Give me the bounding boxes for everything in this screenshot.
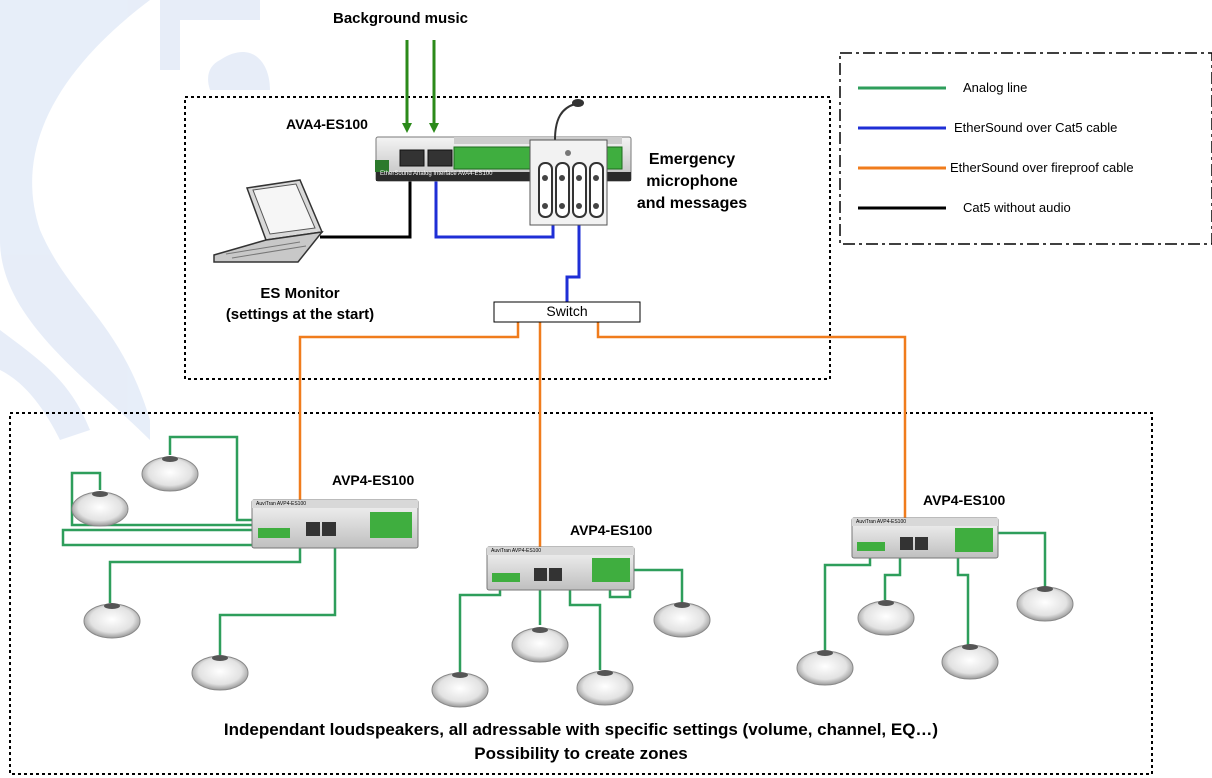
cable-switch-to-amp-right bbox=[596, 320, 907, 520]
speaker-icon bbox=[857, 600, 915, 636]
speaker-icon bbox=[796, 650, 854, 686]
laptop-icon bbox=[213, 179, 324, 263]
amp-center-device bbox=[486, 546, 635, 591]
legend-fireproof-label: EtherSound over fireproof cable bbox=[950, 160, 1134, 175]
watermark bbox=[0, 0, 270, 440]
footer-line-2: Possibility to create zones bbox=[474, 744, 688, 763]
ava4-label: AVA4-ES100 bbox=[286, 116, 368, 132]
speaker-icon bbox=[141, 456, 199, 492]
amp-right-device bbox=[851, 517, 999, 559]
switch-box bbox=[493, 301, 641, 323]
cable-mic-to-switch bbox=[565, 225, 581, 303]
cable-switch-to-amp-left bbox=[298, 320, 520, 500]
cable-ava4-to-mic bbox=[434, 178, 555, 239]
cable-laptop-to-ava4 bbox=[320, 178, 412, 239]
amp-center-label: AVP4-ES100 bbox=[570, 522, 653, 538]
mic-label-line3: and messages bbox=[636, 195, 748, 212]
amp-left-device bbox=[251, 499, 419, 549]
footer-line-1: Independant loudspeakers, all adressable… bbox=[223, 720, 939, 739]
amp-right-panel-text: AuviTran AVP4-ES100 bbox=[856, 519, 907, 525]
speaker-icon bbox=[653, 602, 711, 638]
speakers bbox=[71, 456, 1074, 708]
amp-left-panel-text: AuviTran AVP4-ES100 bbox=[256, 501, 307, 507]
legend-analog-label: Analog line bbox=[963, 80, 1028, 95]
ava4-panel-text: EtherSound Analog Interface AVA4-ES100 bbox=[380, 171, 493, 177]
speaker-icon bbox=[71, 491, 129, 527]
es-monitor-title: ES Monitor bbox=[260, 285, 340, 302]
speaker-icon bbox=[83, 603, 141, 639]
speaker-icon bbox=[431, 672, 489, 708]
speakers-zone-frame bbox=[9, 412, 1153, 775]
speaker-icon bbox=[576, 670, 634, 706]
analog-lines-left bbox=[61, 435, 337, 655]
speaker-icon bbox=[1016, 586, 1074, 622]
speaker-icon bbox=[941, 644, 999, 680]
mic-label-line2: microphone bbox=[646, 173, 738, 190]
amp-left-label: AVP4-ES100 bbox=[332, 472, 415, 488]
amp-center-panel-text: AuviTran AVP4-ES100 bbox=[491, 548, 542, 554]
es-monitor-subtitle: (settings at the start) bbox=[225, 306, 375, 323]
switch-label: Switch bbox=[546, 303, 588, 319]
control-zone-frame bbox=[184, 96, 831, 380]
legend-black-label: Cat5 without audio bbox=[963, 200, 1071, 215]
legend-frame bbox=[839, 52, 1212, 245]
amp-right-label: AVP4-ES100 bbox=[923, 492, 1006, 508]
legend-cat5-label: EtherSound over Cat5 cable bbox=[954, 120, 1118, 135]
background-music-label: Background music bbox=[333, 10, 469, 27]
speaker-icon bbox=[511, 627, 569, 663]
microphone-station-icon bbox=[529, 99, 608, 226]
speaker-icon bbox=[191, 655, 249, 691]
mic-label-line1: Emergency bbox=[648, 151, 736, 168]
